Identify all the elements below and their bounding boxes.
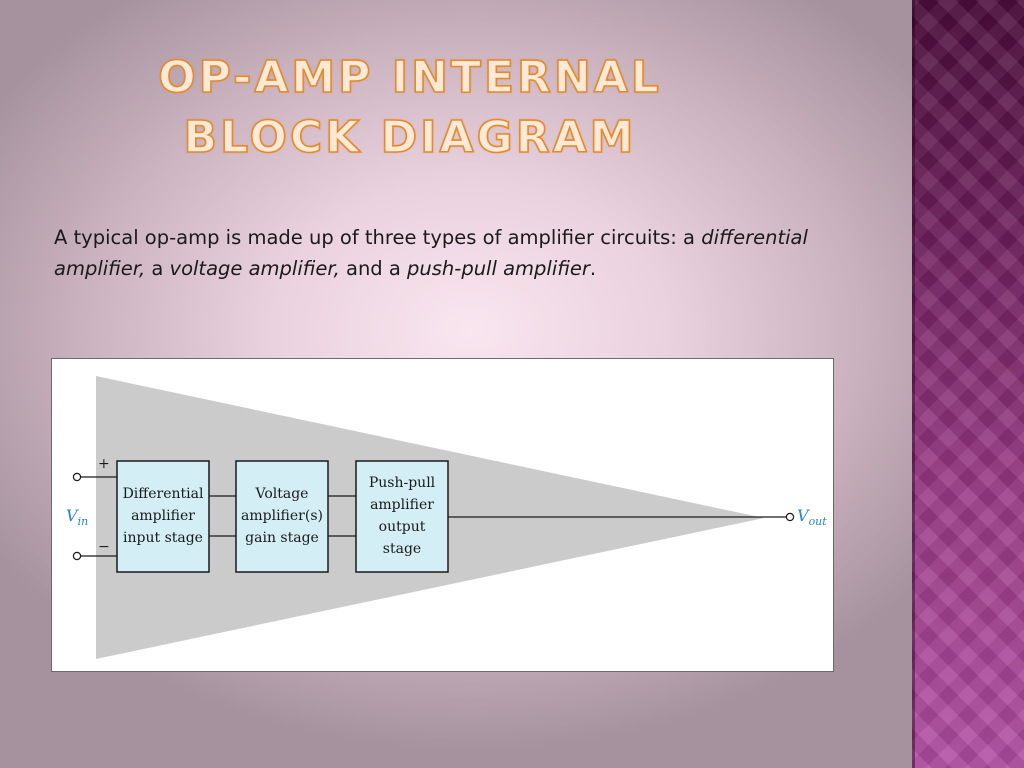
vin-main: V (66, 506, 79, 525)
intro-paragraph: A typical op-amp is made up of three typ… (54, 222, 834, 284)
block-label-line: input stage (123, 530, 203, 546)
sentence-end: . (589, 257, 597, 280)
vout-main: V (797, 506, 810, 525)
vin-label: Vin (66, 506, 88, 528)
minus-sign: − (98, 539, 110, 555)
plus-sign: + (98, 456, 110, 472)
non-inverting-input-terminal (72, 472, 82, 482)
term-push-pull-amplifier: push-pull amplifier (407, 257, 590, 280)
differential-amplifier-block (116, 460, 210, 573)
output-terminal (785, 512, 795, 522)
block-label-line: output (379, 519, 426, 535)
block-label-line: amplifier (131, 508, 195, 524)
op-amp-block-diagram: + − Vin Vout Differential amplifier inpu… (66, 376, 827, 659)
block-label-line: Voltage (255, 486, 309, 502)
block-label-line: amplifier (370, 497, 434, 513)
separator-text: and a (339, 257, 408, 280)
block-label-line: stage (383, 541, 421, 557)
intro-text: A typical op-amp is made up of three typ… (54, 226, 702, 249)
term-voltage-amplifier: voltage amplifier, (169, 257, 340, 280)
vin-subscript: in (78, 515, 89, 528)
inverting-input-terminal (72, 551, 82, 561)
block-label-line: gain stage (245, 530, 319, 546)
side-panel-edge (912, 0, 915, 768)
block-label-line: Push-pull (369, 475, 436, 491)
term-differential-amplifier: differential amplifier, (54, 226, 808, 280)
block-label-line: amplifier(s) (241, 508, 323, 524)
decorative-side-panel (912, 0, 1024, 768)
separator-text: a (145, 257, 170, 280)
block-diagram-figure: + − Vin Vout Differential amplifier inpu… (51, 358, 834, 672)
vout-subscript: out (809, 515, 828, 528)
vout-label: Vout (797, 506, 827, 528)
slide-title: OP-AMP INTERNAL BLOCK DIAGRAM (157, 51, 662, 164)
block-label-line: Differential (123, 486, 204, 502)
voltage-amplifier-block (235, 460, 329, 573)
